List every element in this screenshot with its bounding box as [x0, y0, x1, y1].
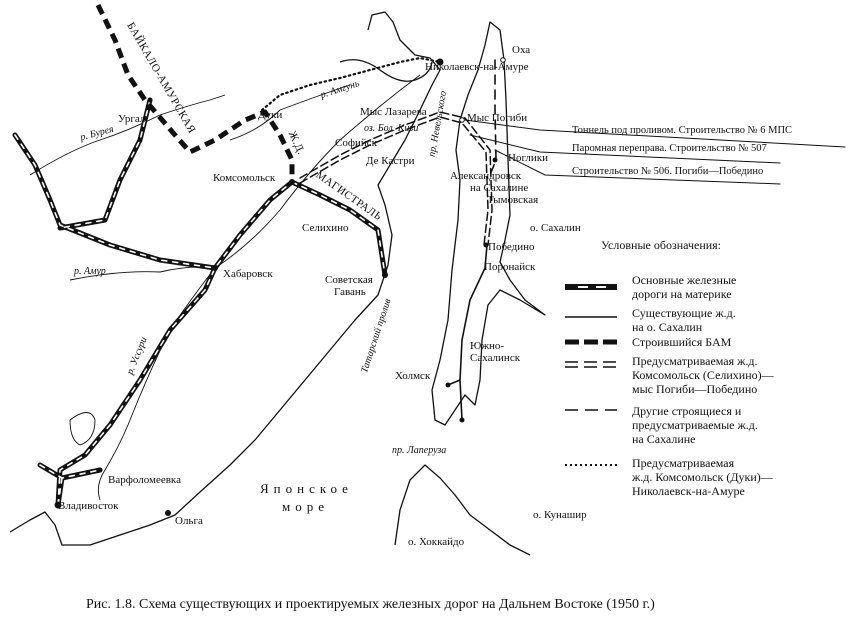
bam-line: [95, 3, 295, 182]
label-olga: Ольга: [175, 515, 203, 527]
label-okha: Оха: [512, 44, 531, 56]
callout-tunnel: Тоннель под проливом. Строительство № 6 …: [572, 125, 793, 136]
legend-text: Предусматриваемая ж.д.: [632, 354, 758, 368]
legend-swatches: [565, 284, 617, 466]
label-duki: Дуки: [258, 109, 283, 121]
label-sofiysk: Софийск: [335, 137, 377, 149]
legend-text: ж.д. Комсомольск (Дуки)—: [632, 470, 773, 484]
label-aleksandrovsk: Александровск: [450, 170, 522, 182]
label-sea: Японское: [260, 481, 353, 496]
legend-item-planned-nikolaevsk: Предусматриваемая ж.д. Комсомольск (Дуки…: [632, 456, 773, 498]
label-yuzhno-2: Сахалинск: [470, 352, 521, 364]
legend-text: на о. Сахалин: [632, 320, 703, 334]
legend-text: Комсомольск (Селихино)—: [632, 368, 774, 382]
sakhalin-coastline: [431, 21, 546, 426]
amur-estuary: [339, 59, 433, 82]
river-amur: [69, 74, 421, 281]
legend-text: предусматриваемые ж.д.: [632, 418, 758, 432]
label-kholmsk: Холмск: [395, 370, 431, 382]
label-sakhalin: о. Сахалин: [530, 222, 581, 234]
legend-text: Другие строящиеся и: [632, 404, 742, 418]
label-selikhino: Селихино: [302, 222, 349, 234]
open-station-markers: [459, 57, 506, 123]
label-khabarovsk: Хабаровск: [223, 268, 273, 280]
label-pogibi: Мыс Погиби: [467, 112, 528, 124]
legend-item-other-sakhalin: Другие строящиеся и предусматриваемые ж.…: [632, 404, 758, 446]
label-sovgavan: Советская: [325, 274, 373, 286]
legend-text: Существующие ж.д.: [632, 306, 736, 320]
legend-item-planned-pogibi: Предусматриваемая ж.д. Комсомольск (Сели…: [632, 354, 774, 396]
label-amur: р. Амур: [74, 266, 106, 277]
mainland-coastline: [9, 11, 441, 546]
legend-text: Основные железные: [632, 273, 737, 287]
label-lazarev: Мыс Лазарева: [360, 106, 427, 118]
river-ussuri: [97, 267, 216, 501]
label-yuzhno: Южно-: [470, 340, 505, 352]
sakhalin-existing-railway: [447, 244, 488, 421]
legend-text: Предусматриваемая: [632, 456, 735, 470]
label-sovgavan-2: Гавань: [334, 286, 366, 298]
hokkaido-coastline: [394, 464, 531, 556]
callout-construction-506: Строительство № 506. Погиби—Победино: [572, 166, 764, 177]
label-komsomolsk: Комсомольск: [213, 172, 276, 184]
label-laperouse: пр. Лаперуза: [392, 445, 447, 456]
label-kizi: оз. Бол. Кизи: [364, 123, 419, 134]
planned-line-duki-nikolaevsk: [260, 56, 442, 112]
lake-khanka: [69, 412, 96, 446]
label-aleksandrovsk-2: на Сахалине: [470, 182, 529, 194]
label-sea-2: море: [282, 499, 329, 514]
label-kunashir: о. Кунашир: [533, 509, 587, 521]
label-vladivostok: Владивосток: [58, 500, 119, 512]
label-tymovskaya: Тымовская: [487, 194, 539, 206]
legend-item-bam: Строившийся БАМ: [632, 335, 731, 349]
label-urgal: Ургал: [118, 113, 146, 125]
legend-text: на Сахалине: [632, 432, 696, 446]
planned-line-sakhalin: [489, 59, 497, 176]
callout-lines: [464, 119, 846, 185]
label-nogliki: Ноглики: [508, 152, 549, 164]
planned-line-komsomolsk-pogibi: [299, 111, 493, 246]
legend-title: Условные обозначения:: [601, 238, 722, 252]
label-poronaysk: Поронайск: [484, 261, 536, 273]
label-hokkaido: о. Хоккайдо: [408, 536, 465, 548]
station-markers: [54, 58, 498, 516]
legend-item-main-railways: Основные железные дороги на материке: [632, 273, 736, 301]
mainland-railways: [12, 97, 388, 508]
river-amgun: [229, 84, 351, 141]
label-pobedino: Победино: [488, 241, 535, 253]
label-dekastri: Де Кастри: [366, 155, 415, 167]
label-nikolaevsk: Николаевск-на-Амуре: [425, 61, 529, 73]
legend-item-sakhalin-existing: Существующие ж.д. на о. Сахалин: [632, 306, 736, 334]
legend-text: Николаевск-на-Амуре: [632, 484, 745, 498]
figure-caption: Рис. 1.8. Схема существующих и проектиру…: [86, 597, 655, 612]
legend-text: дороги на материке: [632, 287, 732, 301]
river-bureya: [29, 94, 226, 176]
legend-text: мыс Погиби—Победино: [632, 382, 758, 396]
callout-ferry: Паромная переправа. Строительство № 507: [572, 143, 767, 154]
legend-text: Строившийся БАМ: [632, 335, 732, 349]
label-varfolomeevka: Варфоломеевка: [108, 474, 181, 486]
